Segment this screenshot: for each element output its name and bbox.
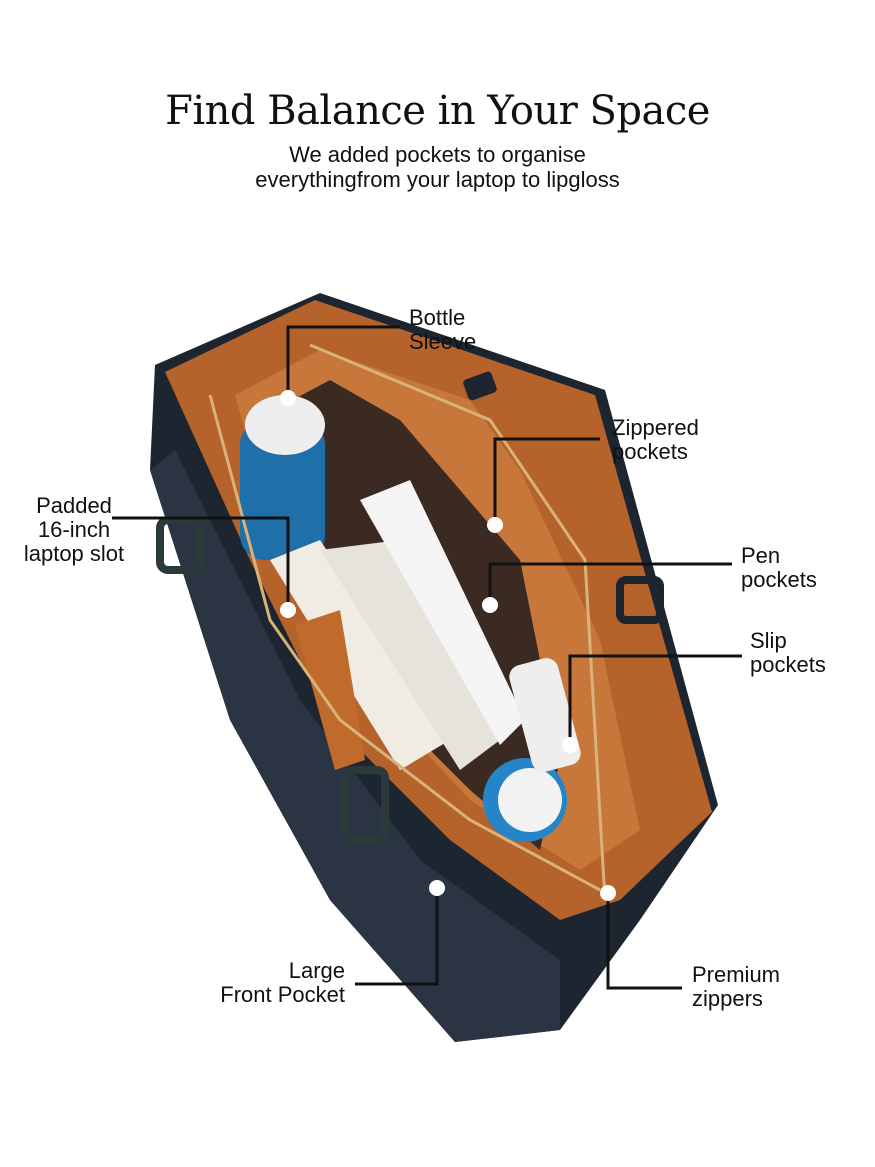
callout-dot-pen	[482, 597, 498, 613]
callout-text: Zippered	[612, 415, 699, 440]
callout-text: zippers	[692, 986, 763, 1011]
callout-text: Pen	[741, 543, 781, 568]
callout-dot-laptop	[280, 602, 296, 618]
callout-line-pen	[488, 562, 732, 605]
callout-dot-bottle	[280, 390, 296, 406]
callout-text: laptop slot	[23, 541, 125, 566]
callout-text: Premium	[692, 962, 781, 987]
callout-text: Bottle	[409, 305, 466, 330]
zipper-inner	[309, 343, 607, 901]
callout-dot-front	[429, 880, 445, 896]
callout-bottle-sleeve: Bottle Sleeve	[409, 306, 476, 354]
callout-line-zippers	[606, 893, 682, 990]
callout-pen-pockets: Pen pockets	[741, 544, 817, 592]
page-subtitle: We added pockets to organise everythingf…	[0, 142, 875, 192]
callout-zippered-pockets: Zippered pockets	[612, 416, 699, 464]
callout-text: Large	[288, 958, 345, 983]
subtitle-line-2: everythingfrom your laptop to lipgloss	[255, 167, 620, 192]
callout-line-slip	[568, 654, 742, 745]
callout-premium-zippers: Premium zippers	[692, 963, 780, 1011]
callout-line-front	[355, 888, 439, 986]
callout-text: 16-inch	[37, 517, 111, 542]
pouch	[320, 540, 500, 770]
bag-front-panel	[150, 450, 560, 1042]
callout-dot-slip	[562, 737, 578, 753]
subtitle-line-1: We added pockets to organise	[289, 142, 586, 167]
callout-text: Slip	[750, 628, 787, 653]
strap-handle	[295, 610, 365, 770]
page-title: Find Balance in Your Space	[165, 88, 710, 134]
callout-text: Padded	[36, 493, 112, 518]
callout-line-zippered	[493, 437, 600, 525]
callout-text: Sleeve	[409, 329, 477, 354]
zipper-front	[208, 394, 601, 892]
bottle-cap	[245, 395, 325, 455]
callout-line-bottle	[286, 325, 400, 398]
callout-large-front-pocket: Large Front Pocket	[185, 959, 345, 1007]
callout-dot-zippered	[487, 517, 503, 533]
bottle	[240, 420, 325, 560]
notebook	[360, 480, 525, 745]
callout-text: pockets	[741, 567, 817, 592]
callout-text: pockets	[750, 652, 826, 677]
callout-text: Front Pocket	[220, 982, 345, 1007]
callout-text: pockets	[612, 439, 688, 464]
callout-laptop-slot: Padded 16-inch laptop slot	[14, 494, 134, 566]
callout-dot-zippers	[600, 885, 616, 901]
callout-slip-pockets: Slip pockets	[750, 629, 826, 677]
book	[270, 540, 450, 770]
callout-line-laptop	[112, 516, 290, 610]
